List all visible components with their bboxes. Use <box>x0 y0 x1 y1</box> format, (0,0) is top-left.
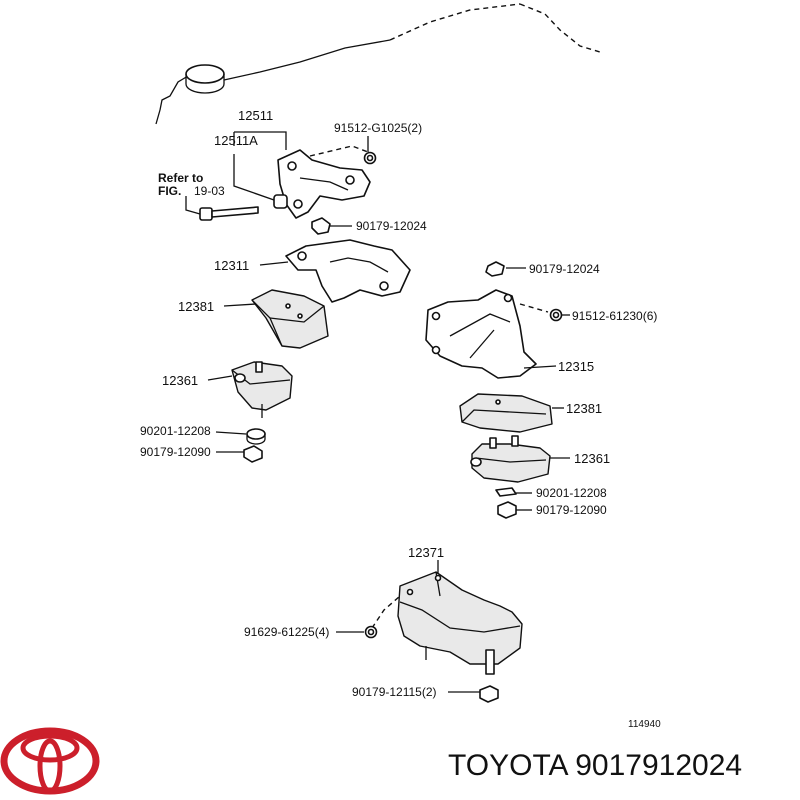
label-12315: 12315 <box>558 359 594 374</box>
label-fig-number: 19-03 <box>194 184 225 198</box>
label-12361-right: 12361 <box>574 451 610 466</box>
label-90179-12024-right: 90179-12024 <box>529 262 600 276</box>
label-91512-g1025: 91512-G1025(2) <box>334 121 422 135</box>
label-12381-left: 12381 <box>178 299 214 314</box>
nut-90179-12090-right <box>497 501 517 519</box>
bracket-12311 <box>285 239 411 303</box>
leader-lines <box>185 131 570 693</box>
insulator-12381-left <box>251 289 329 349</box>
bracket-12511 <box>277 149 371 219</box>
label-diagram-number: 114940 <box>628 719 661 730</box>
label-12511a: 12511A <box>214 133 258 148</box>
label-91512-61230: 91512-61230(6) <box>572 309 657 323</box>
toyota-logo <box>0 727 100 795</box>
label-12311: 12311 <box>214 258 249 273</box>
nut-90179-12024-left <box>311 217 331 235</box>
bushing-12511a <box>273 194 288 209</box>
bolt-91512-61230 <box>549 308 563 322</box>
label-12511: 12511 <box>238 108 273 123</box>
engine-outline <box>155 3 601 125</box>
reservoir-cap <box>185 64 225 84</box>
mount-12361-right <box>470 435 551 483</box>
label-90179-12115: 90179-12115(2) <box>352 685 437 699</box>
dash-bolt-leader <box>309 145 369 157</box>
nut-90179-12024-right <box>485 261 505 277</box>
dash-bolt-leader-right <box>519 303 549 313</box>
dash-bolt-leader-rear <box>371 595 401 629</box>
mount-12371 <box>397 571 523 675</box>
label-refer-to: Refer to <box>158 171 203 185</box>
label-90179-12024-left: 90179-12024 <box>356 219 427 233</box>
label-12381-right: 12381 <box>566 401 602 416</box>
label-12371: 12371 <box>408 545 444 560</box>
washer-90201-right <box>495 487 517 497</box>
label-fig: FIG. <box>158 184 181 198</box>
bolt-91512-g1025 <box>363 151 377 165</box>
nut-90179-12090-left <box>243 445 263 463</box>
label-91629-61225: 91629-61225(4) <box>244 625 329 639</box>
mount-12361-left <box>231 361 293 418</box>
bracket-12315 <box>425 289 537 379</box>
label-90201-right: 90201-12208 <box>536 486 607 500</box>
long-bolt <box>199 206 259 221</box>
insulator-12381-right <box>459 393 553 433</box>
nut-90179-12115 <box>479 685 499 703</box>
bolt-91629-61225 <box>364 625 378 639</box>
label-90179-12090-left: 90179-12090 <box>140 445 211 459</box>
label-12361-left: 12361 <box>162 373 198 388</box>
washer-90201-left <box>246 428 266 445</box>
label-90201-left: 90201-12208 <box>140 424 211 438</box>
brand-part-number: TOYOTA 9017912024 <box>448 749 742 782</box>
label-90179-12090-right: 90179-12090 <box>536 503 607 517</box>
